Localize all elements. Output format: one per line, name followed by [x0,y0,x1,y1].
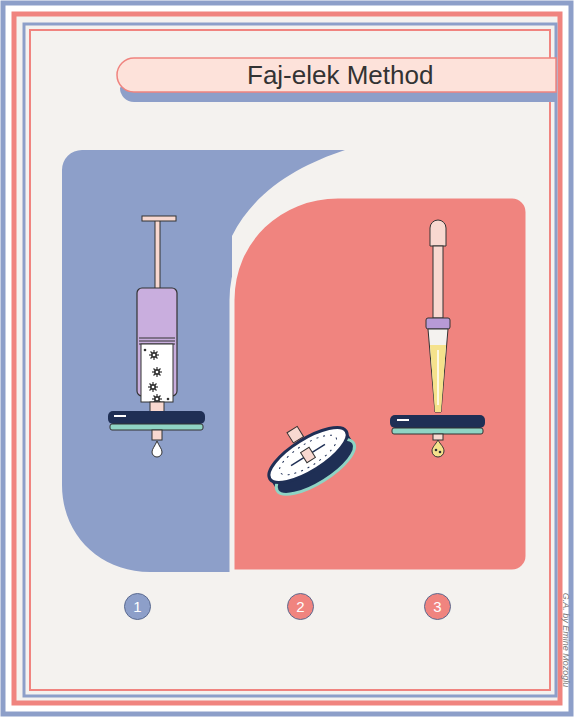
callout-circle: 2 [287,593,314,620]
callout-number: 2 [296,598,304,615]
callout-circle: 1 [124,593,151,620]
callout-number: 3 [433,598,441,615]
callout-circle: 3 [424,593,451,620]
callout-number: 1 [133,598,141,615]
title: Faj-elek Method [247,60,433,91]
watermark: G.A. by Emine Mozoglu [561,593,571,688]
